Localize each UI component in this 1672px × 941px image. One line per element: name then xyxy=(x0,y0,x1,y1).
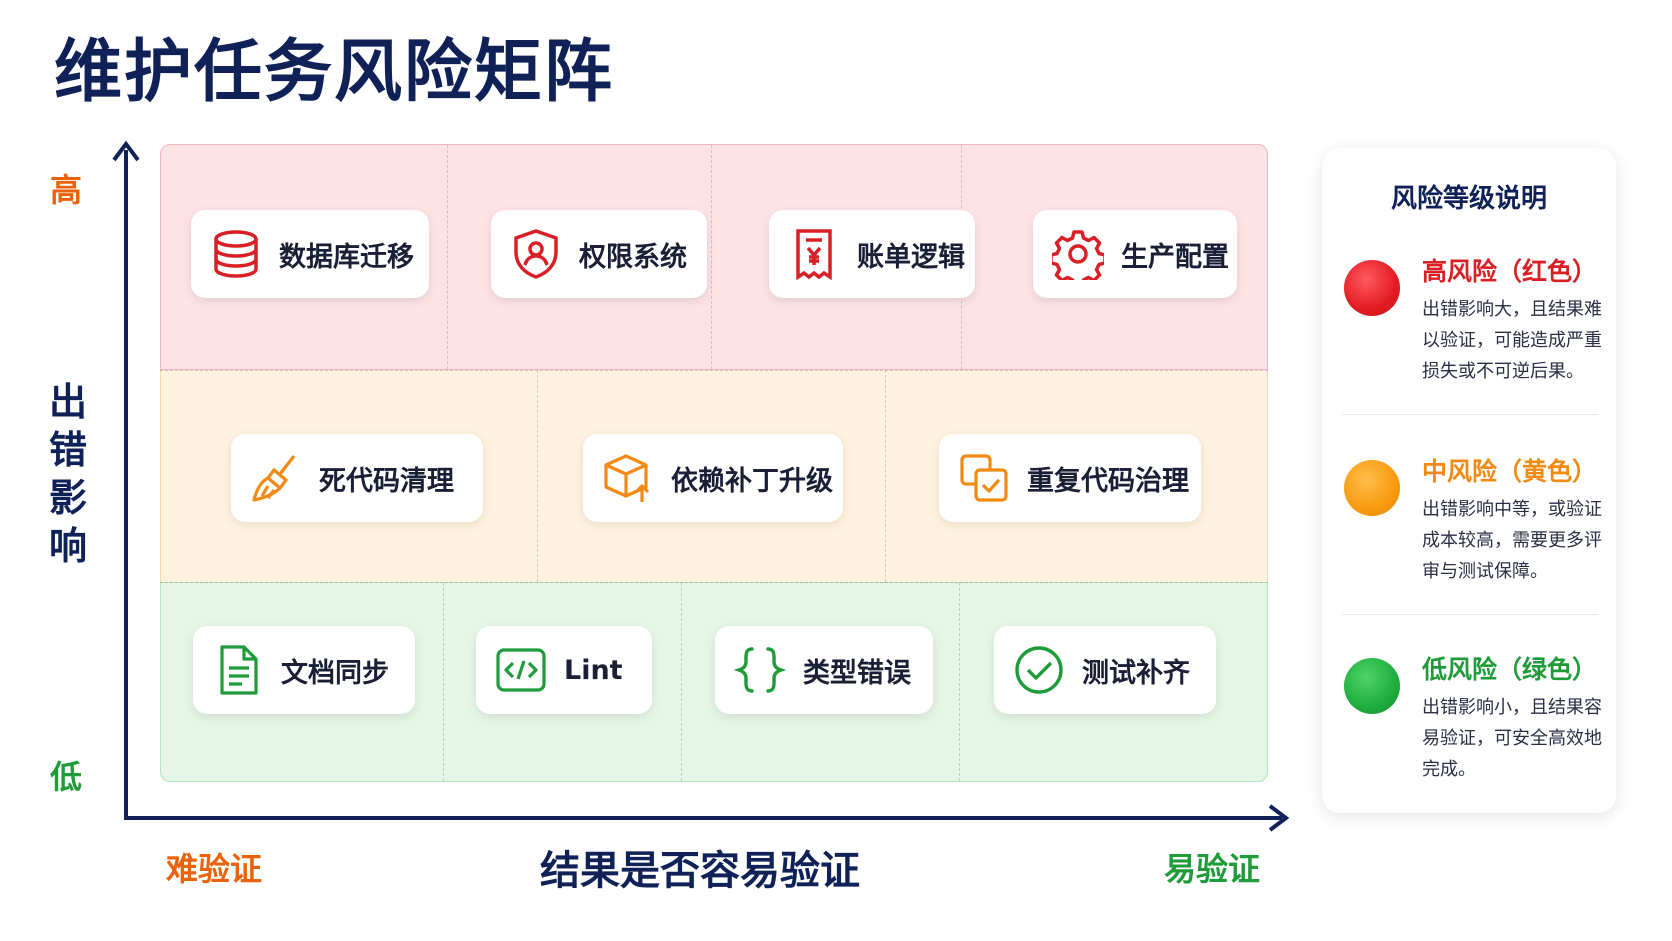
legend-name: 高风险（红色） xyxy=(1422,257,1598,286)
task-card-permission-system: 权限系统 xyxy=(491,210,707,298)
task-label: 权限系统 xyxy=(579,241,687,273)
legend-name: 中风险（黄色） xyxy=(1422,457,1598,486)
task-card-database-migration: 数据库迁移 xyxy=(191,210,429,298)
task-card-dependency-patch-upgrade: 依赖补丁升级 xyxy=(583,434,843,522)
task-label: 数据库迁移 xyxy=(279,241,414,273)
legend-desc: 出错影响小，且结果容易验证，可安全高效地完成。 xyxy=(1422,697,1602,780)
page-title: 维护任务风险矩阵 xyxy=(54,33,615,112)
task-label: 测试补齐 xyxy=(1082,657,1190,689)
task-card-billing-logic: 账单逻辑 xyxy=(769,210,975,298)
red-dot-icon xyxy=(1344,260,1400,316)
task-label: 死代码清理 xyxy=(319,465,454,497)
shield-user-icon xyxy=(509,227,563,281)
receipt-icon xyxy=(787,227,841,281)
broom-icon xyxy=(249,451,303,505)
braces-icon xyxy=(733,643,787,697)
y-axis-low-label: 低 xyxy=(50,758,83,796)
task-label: 生产配置 xyxy=(1121,241,1229,273)
task-label: 依赖补丁升级 xyxy=(671,465,833,497)
x-axis-hard-label: 难验证 xyxy=(166,850,263,888)
task-card-production-config: 生产配置 xyxy=(1033,210,1237,298)
task-card-type-errors: 类型错误 xyxy=(715,626,933,714)
task-label: 文档同步 xyxy=(281,657,389,689)
code-icon xyxy=(494,643,548,697)
document-icon xyxy=(211,643,265,697)
orange-dot-icon xyxy=(1344,460,1400,516)
task-card-duplicate-code-governance: 重复代码治理 xyxy=(939,434,1201,522)
legend-desc: 出错影响中等，或验证成本较高，需要更多评审与测试保障。 xyxy=(1422,499,1602,582)
risk-legend: 风险等级说明 高风险（红色） 出错影响大，且结果难以验证，可能造成严重损失或不可… xyxy=(1322,148,1616,813)
x-axis-title: 结果是否容易验证 xyxy=(540,848,860,894)
task-card-doc-sync: 文档同步 xyxy=(193,626,415,714)
gear-icon xyxy=(1051,227,1105,281)
green-dot-icon xyxy=(1344,658,1400,714)
task-label: 重复代码治理 xyxy=(1027,465,1189,497)
task-label: 类型错误 xyxy=(803,657,911,689)
legend-desc: 出错影响大，且结果难以验证，可能造成严重损失或不可逆后果。 xyxy=(1422,299,1602,382)
y-axis-title: 出错影响 xyxy=(48,380,87,568)
legend-title: 风险等级说明 xyxy=(1390,184,1547,214)
task-card-lint: Lint xyxy=(476,626,652,714)
legend-name: 低风险（绿色） xyxy=(1422,655,1598,684)
task-label: Lint xyxy=(564,654,623,686)
x-axis-easy-label: 易验证 xyxy=(1164,850,1261,888)
y-axis-high-label: 高 xyxy=(50,171,83,209)
task-card-test-completion: 测试补齐 xyxy=(994,626,1216,714)
task-card-dead-code-cleanup: 死代码清理 xyxy=(231,434,483,522)
package-upgrade-icon xyxy=(601,451,655,505)
task-label: 账单逻辑 xyxy=(857,241,965,273)
database-icon xyxy=(209,227,263,281)
check-circle-icon xyxy=(1012,643,1066,697)
duplicate-check-icon xyxy=(957,451,1011,505)
